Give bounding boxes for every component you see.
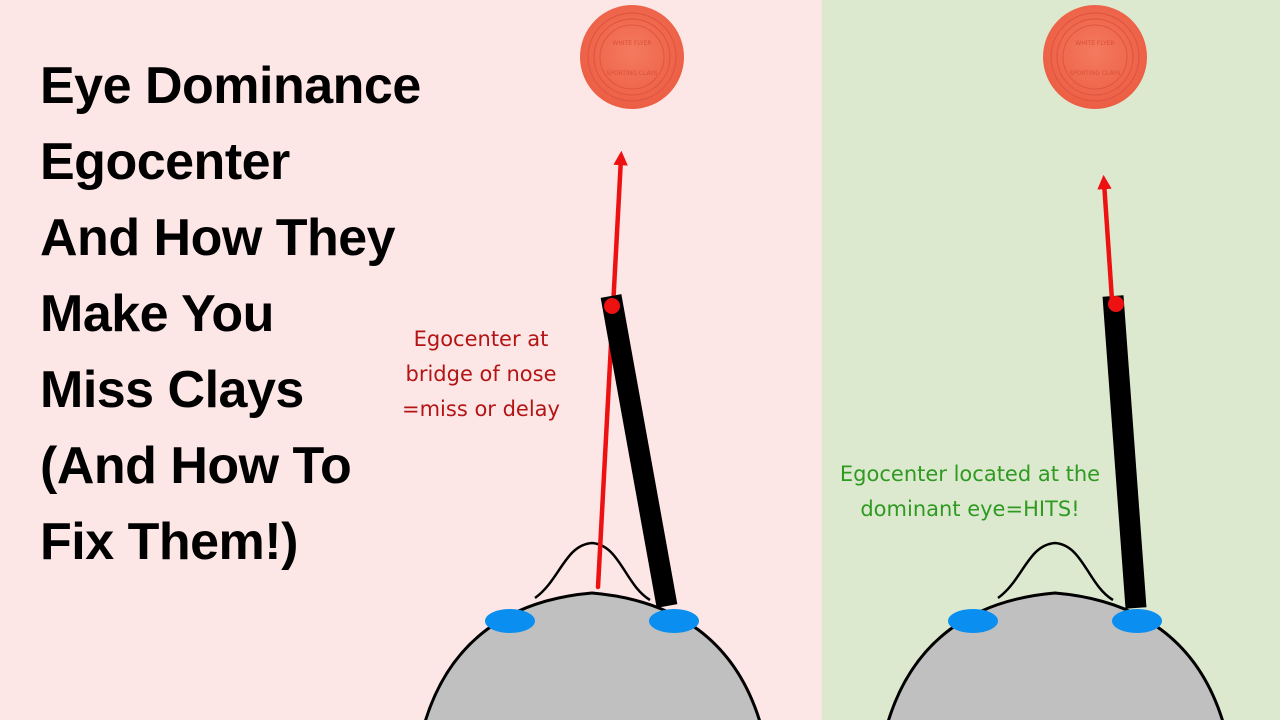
front-bead-right <box>1108 296 1124 312</box>
nose-outline <box>997 541 1114 602</box>
eye-right <box>649 609 699 633</box>
title-line: Miss Clays <box>40 361 304 419</box>
nose-outline <box>534 541 651 602</box>
clay-target-left: WHITE FLYER SPORTING CLAYS <box>580 5 684 109</box>
clay-logo-text: SPORTING CLAYS <box>1069 70 1120 77</box>
eye-left <box>948 609 998 633</box>
head-left <box>424 541 761 720</box>
gun-barrel-right <box>1102 295 1147 609</box>
annotation-line: dominant eye=HITS! <box>860 497 1080 521</box>
aim-arrow-right <box>1097 174 1115 303</box>
left-panel-background <box>0 0 822 720</box>
annotation-line: bridge of nose <box>405 362 557 386</box>
front-bead-left <box>604 298 620 314</box>
title-line: (And How To <box>40 437 352 495</box>
clay-target-right: WHITE FLYER SPORTING CLAYS <box>1043 5 1147 109</box>
title-line: Eye Dominance <box>40 57 421 115</box>
head-right <box>887 541 1224 720</box>
page-title: Eye Dominance Egocenter And How They Mak… <box>40 48 421 580</box>
miss-annotation: Egocenter at bridge of nose =miss or del… <box>381 322 581 427</box>
title-line: Fix Them!) <box>40 513 298 571</box>
aim-arrow-left <box>595 150 628 590</box>
title-line: And How They <box>40 209 396 267</box>
gun-barrel-left <box>600 294 678 608</box>
clay-logo-text: WHITE FLYER <box>612 40 651 47</box>
annotation-line: =miss or delay <box>402 397 560 421</box>
title-line: Make You <box>40 285 274 343</box>
eye-left <box>485 609 535 633</box>
annotation-line: Egocenter located at the <box>839 462 1101 486</box>
annotation-line: Egocenter at <box>413 327 549 351</box>
clay-logo-text: WHITE FLYER <box>1075 40 1114 47</box>
clay-logo-text: SPORTING CLAYS <box>606 70 657 77</box>
hit-annotation: Egocenter located at the dominant eye=HI… <box>820 457 1120 527</box>
title-line: Egocenter <box>40 133 290 191</box>
eye-right <box>1112 609 1162 633</box>
